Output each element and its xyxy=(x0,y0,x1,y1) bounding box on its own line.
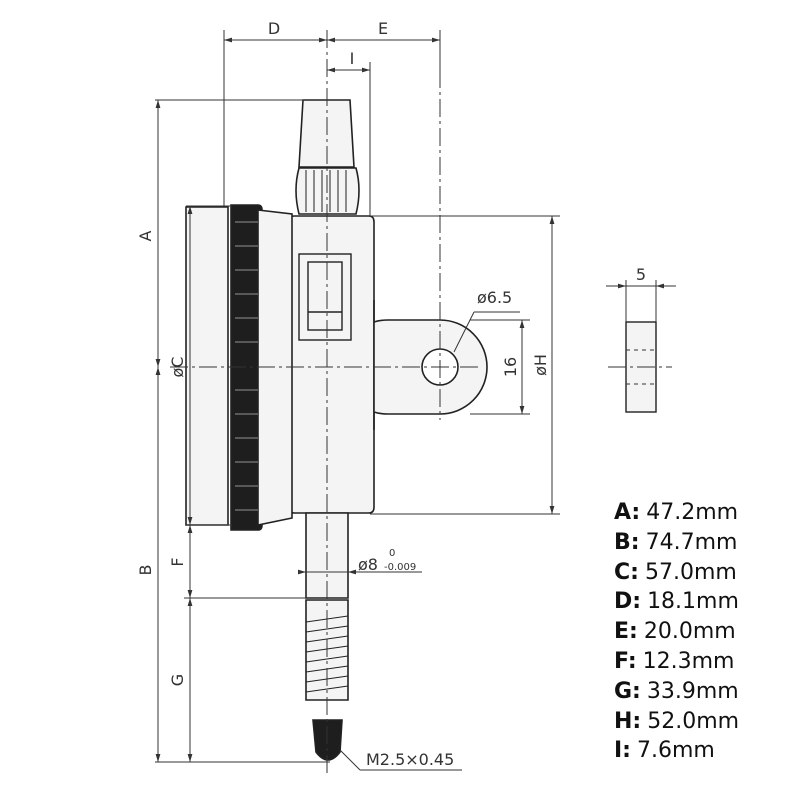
spec-value: 33.9mm xyxy=(646,678,739,704)
gauge-body xyxy=(185,99,488,761)
spec-F: F:12.3mm xyxy=(614,647,739,677)
spec-value: 7.6mm xyxy=(636,738,715,764)
center-lines xyxy=(170,30,672,775)
label-thread: M2.5×0.45 xyxy=(366,750,454,769)
label-5: 5 xyxy=(636,265,646,284)
spec-key: C: xyxy=(614,559,639,585)
spec-C: C:57.0mm xyxy=(614,558,739,588)
spec-value: 74.7mm xyxy=(645,529,738,555)
spec-key: E: xyxy=(614,619,638,645)
dimension-lines xyxy=(155,37,676,771)
spec-H: H:52.0mm xyxy=(614,707,739,737)
label-16: 16 xyxy=(501,357,520,377)
label-F: F xyxy=(168,557,187,566)
leader-thread xyxy=(339,749,361,771)
label-stem-upper: 0 xyxy=(389,548,395,559)
label-hole: ø6.5 xyxy=(477,288,512,307)
label-D: D xyxy=(268,19,280,38)
bezel-knurl xyxy=(235,221,258,511)
spec-key: I: xyxy=(614,738,631,764)
spec-list: A:47.2mm B:74.7mm C:57.0mm D:18.1mm E:20… xyxy=(614,498,739,766)
case-window xyxy=(298,253,352,341)
label-H: øH xyxy=(531,354,550,376)
spec-key: F: xyxy=(614,648,637,674)
extension-lines xyxy=(155,30,657,763)
spec-key: D: xyxy=(614,589,642,615)
spec-key: G: xyxy=(614,678,641,704)
spec-A: A:47.2mm xyxy=(614,498,739,528)
dimension-labels: D E I A B øC F G øH 16 ø6.5 5 ø8 0 -0.00… xyxy=(136,19,646,769)
spec-I: I:7.6mm xyxy=(614,736,739,766)
spec-key: A: xyxy=(614,500,641,525)
spec-value: 47.2mm xyxy=(646,500,739,525)
collar-knurl xyxy=(305,170,347,212)
spec-E: E:20.0mm xyxy=(614,617,739,647)
spec-value: 18.1mm xyxy=(647,589,739,615)
label-stem-lower: -0.009 xyxy=(384,562,416,573)
spec-G: G:33.9mm xyxy=(614,677,739,707)
label-C: øC xyxy=(168,357,187,378)
spec-value: 52.0mm xyxy=(647,708,740,734)
label-E: E xyxy=(378,19,388,38)
spec-key: H: xyxy=(614,708,642,734)
spec-value: 20.0mm xyxy=(643,619,736,645)
leader-hole xyxy=(453,311,475,353)
spec-value: 12.3mm xyxy=(642,648,735,674)
label-stem: ø8 xyxy=(358,555,378,574)
spec-D: D:18.1mm xyxy=(614,587,739,617)
spec-value: 57.0mm xyxy=(644,559,737,585)
spec-key: B: xyxy=(614,529,640,555)
label-B: B xyxy=(136,565,155,576)
spec-B: B:74.7mm xyxy=(614,528,739,558)
label-I: I xyxy=(350,49,355,68)
label-G: G xyxy=(168,674,187,686)
label-A: A xyxy=(136,230,155,241)
